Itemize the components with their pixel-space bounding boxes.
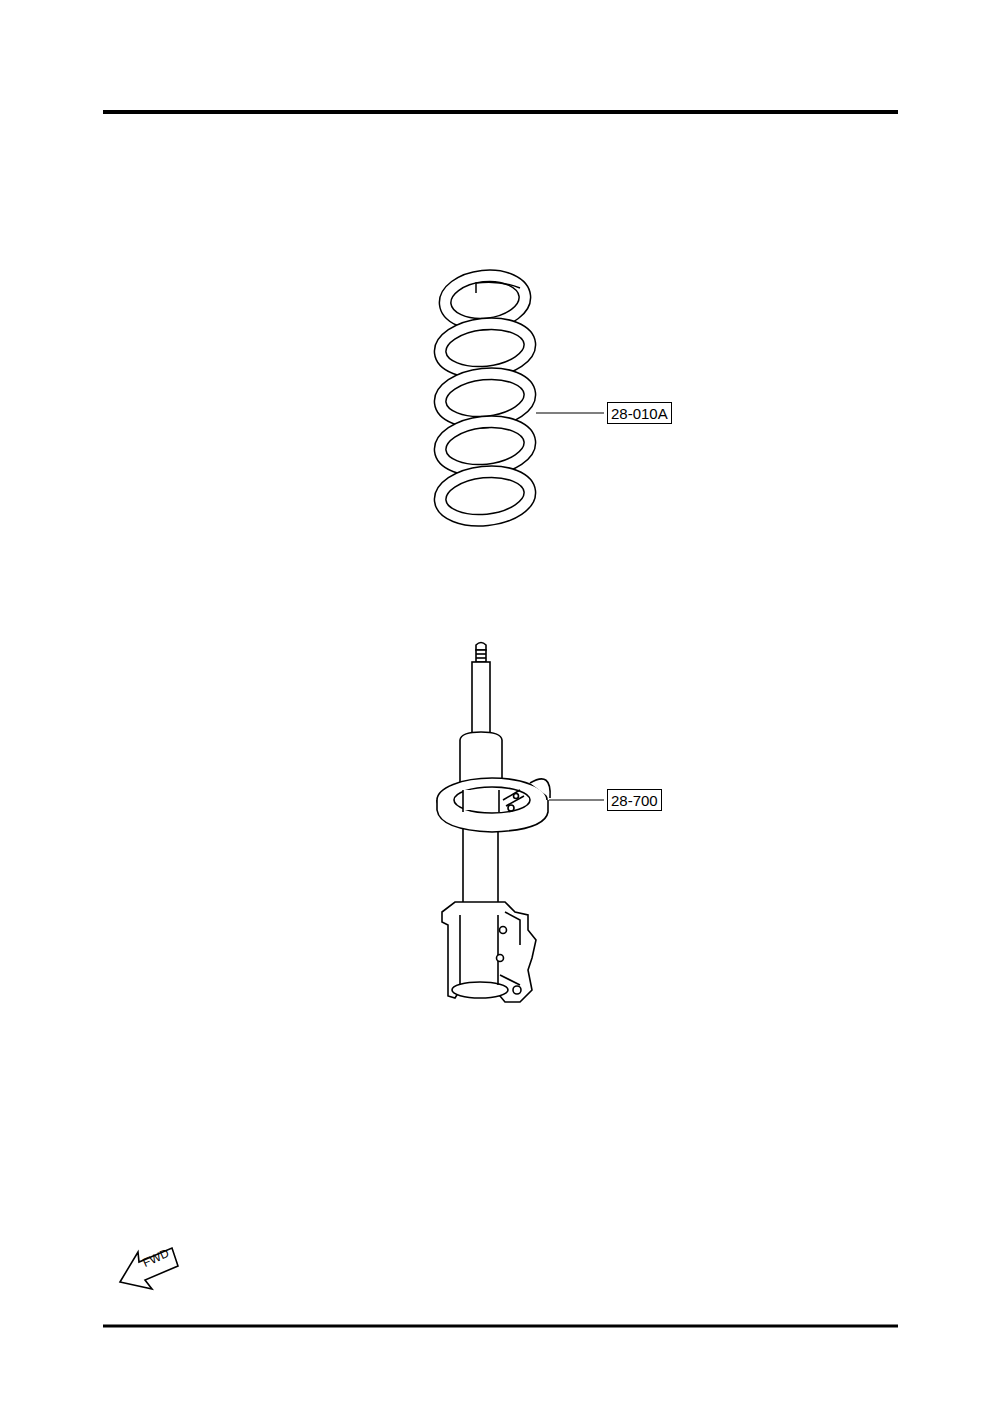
coil-spring xyxy=(438,272,533,525)
label-text: 28-010A xyxy=(611,405,668,422)
leader-line xyxy=(536,412,604,413)
callout-number: 28-010A xyxy=(607,402,672,424)
top-rule xyxy=(103,110,898,114)
strut-assembly xyxy=(437,643,550,1003)
leader-line xyxy=(549,799,604,800)
bottom-rule xyxy=(103,1325,898,1328)
callout-number: 28-700 xyxy=(607,789,662,811)
label-text: 28-700 xyxy=(611,792,658,809)
